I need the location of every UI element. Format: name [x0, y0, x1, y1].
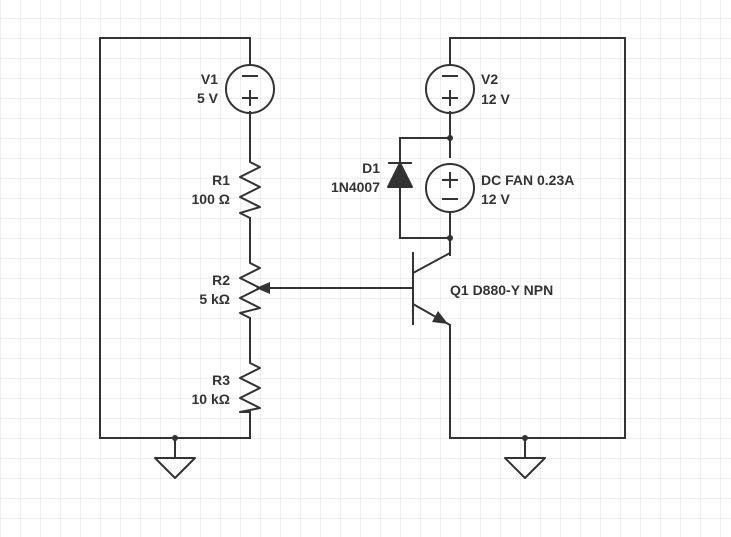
- r1-value: 100 Ω: [192, 191, 230, 207]
- q1-name: Q1 D880-Y NPN: [450, 282, 553, 298]
- d1-diode-icon[interactable]: [387, 162, 413, 188]
- ground-icon-right: [504, 457, 546, 479]
- fan-value: 12 V: [481, 191, 510, 207]
- v1-value: 5 V: [197, 90, 219, 106]
- fan-voltage-source-icon[interactable]: [425, 163, 475, 213]
- v2-value: 12 V: [481, 91, 510, 107]
- q1-npn-transistor-icon[interactable]: [412, 252, 451, 326]
- d1-name: D1: [362, 160, 380, 176]
- r3-resistor-icon[interactable]: [239, 358, 261, 413]
- junction-dot: [447, 135, 453, 141]
- ground-icon-left: [154, 457, 196, 479]
- junction-dot: [522, 435, 528, 441]
- r1-resistor-icon[interactable]: [239, 157, 261, 219]
- r2-value: 5 kΩ: [199, 291, 230, 307]
- v2-voltage-source-icon[interactable]: [425, 64, 475, 114]
- r3-value: 10 kΩ: [192, 391, 230, 407]
- v1-name: V1: [201, 71, 218, 87]
- r3-name: R3: [212, 372, 230, 388]
- r2-name: R2: [212, 272, 230, 288]
- junction-dot: [447, 235, 453, 241]
- r1-name: R1: [212, 172, 230, 188]
- v2-name: V2: [481, 71, 498, 87]
- junction-dot: [172, 435, 178, 441]
- d1-value: 1N4007: [331, 179, 380, 195]
- v1-voltage-source-icon[interactable]: [225, 64, 275, 114]
- fan-name: DC FAN 0.23A: [481, 172, 574, 188]
- wiper-arrow-icon: [256, 282, 270, 294]
- left-circuit-wires: [99, 37, 251, 459]
